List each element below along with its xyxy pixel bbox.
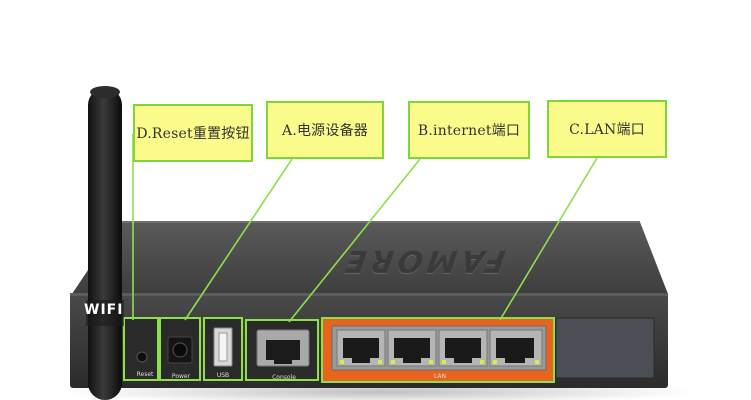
lan-port-1[interactable] (336, 329, 386, 367)
reset-hole (136, 351, 148, 363)
right-vent-panel (555, 317, 655, 379)
lan-port-3[interactable] (438, 329, 488, 367)
router-front-edge (70, 293, 668, 296)
router-top (72, 222, 668, 294)
power-port-label: Power (171, 373, 191, 380)
power-leader (184, 158, 293, 321)
router-brand-logo: FAMORE (339, 243, 508, 278)
antenna-wifi-label: WIFI (84, 302, 124, 318)
callout-power-adapter: A.电源设备器 (266, 101, 384, 159)
reset-section-highlight (123, 317, 159, 381)
usb-port-inner (218, 332, 228, 362)
usb-port-label: USB (216, 372, 230, 379)
console-port-socket (266, 340, 300, 364)
leader-lines (132, 134, 598, 323)
antenna (86, 86, 124, 400)
lan-leader (499, 157, 598, 321)
callout-reset-button: D.Reset重置按钮 (133, 104, 253, 162)
lan-port-4[interactable] (489, 329, 543, 367)
power-jack-hole (172, 342, 188, 358)
internet-leader (288, 158, 421, 323)
console-port-label: Console (272, 374, 296, 381)
lan-port-2[interactable] (387, 329, 437, 367)
reset-port-label: Reset (136, 371, 154, 378)
callout-lan-ports: C.LAN端口 (547, 100, 667, 158)
callout-internet-port: B.internet端口 (408, 101, 530, 159)
lan-port-label: LAN (433, 373, 447, 380)
lan-ports (331, 325, 547, 371)
